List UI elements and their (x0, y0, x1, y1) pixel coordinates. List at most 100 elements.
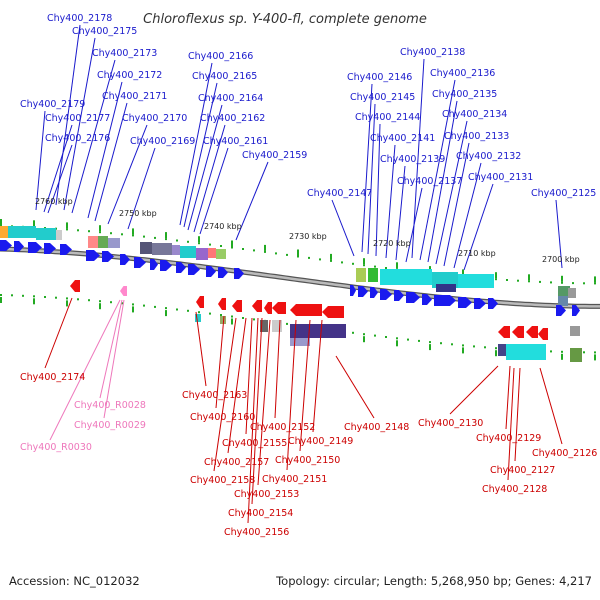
gene-label: Chy400_2163 (182, 390, 247, 401)
forward-gene-arrow (120, 254, 130, 265)
gene-label: Chy400_2158 (190, 475, 255, 486)
tick-mark (165, 232, 167, 239)
kbp-label: 2720 kbp (373, 239, 411, 248)
label-leader-line (44, 297, 73, 369)
kbp-label: 2730 kbp (289, 232, 327, 241)
label-leader-line (87, 81, 123, 219)
tick-dot (165, 238, 167, 241)
gene-label: Chy400_2146 (347, 72, 412, 83)
forward-gene-arrow (474, 298, 486, 309)
label-leader-line (453, 162, 482, 269)
gene-label: Chy400_2131 (468, 172, 533, 183)
label-leader-line (55, 24, 81, 206)
forward-gene-arrow (234, 268, 244, 279)
gene-label: Chy400_2155 (222, 438, 287, 449)
tick-dot (77, 229, 79, 232)
label-leader-line (71, 59, 116, 214)
gene-label: Chy400_2153 (234, 489, 299, 500)
label-leader-line (419, 79, 456, 261)
feature-block (368, 268, 378, 282)
tick-dot (374, 334, 376, 337)
tick-dot (143, 304, 145, 307)
tick-mark (66, 222, 68, 229)
gene-label: Chy400_2152 (250, 422, 315, 433)
tick-dot (561, 350, 563, 353)
feature-block (272, 320, 282, 332)
feature-block (570, 348, 582, 362)
feature-block (290, 338, 310, 346)
gene-label: Chy400_2130 (418, 418, 483, 429)
gene-label: Chy400_2136 (430, 68, 495, 79)
label-leader-line (187, 104, 223, 231)
forward-gene-arrow (358, 286, 368, 297)
reverse-gene-arrow (498, 326, 510, 338)
gene-label: Chy400_2179 (20, 99, 85, 110)
gene-label: Chy400_2166 (188, 51, 253, 62)
tick-dot (242, 317, 244, 319)
tick-dot (88, 230, 90, 233)
forward-gene-arrow (86, 250, 100, 261)
tick-dot (319, 258, 321, 261)
label-leader-line (507, 367, 515, 481)
reverse-gene-arrow (232, 300, 242, 312)
gene-label: Chy400_2171 (102, 91, 167, 102)
label-leader-line (514, 367, 521, 462)
feature-block (458, 274, 494, 288)
map-title: Chloroflexus sp. Y-400-fl, complete geno… (143, 12, 427, 27)
tick-dot (550, 281, 552, 284)
tick-mark (594, 276, 596, 283)
forward-gene-arrow (0, 240, 12, 251)
label-leader-line (99, 299, 123, 399)
reverse-gene-arrow (264, 302, 272, 314)
forward-gene-arrow (150, 259, 158, 270)
feature-block (98, 236, 108, 248)
reverse-gene-arrow (70, 280, 80, 292)
tick-mark (363, 258, 365, 265)
reverse-gene-arrow (322, 306, 344, 318)
tick-dot (484, 346, 486, 349)
feature-block (0, 226, 8, 238)
tick-mark (363, 336, 365, 343)
forward-gene-arrow (556, 305, 566, 316)
tick-dot (385, 336, 387, 338)
label-leader-line (63, 37, 96, 211)
tick-mark (462, 347, 464, 354)
tick-mark (429, 344, 431, 351)
tick-dot (0, 294, 2, 296)
tick-dot (242, 248, 244, 250)
reverse-gene-arrow (512, 326, 524, 338)
gene-label: Chy400_2173 (92, 48, 157, 59)
feature-block (88, 236, 98, 248)
gene-label: Chy400_2165 (192, 71, 257, 82)
tick-dot (154, 305, 156, 308)
forward-gene-arrow (422, 294, 432, 305)
tick-mark (99, 303, 101, 310)
feature-block (195, 314, 201, 322)
tick-dot (363, 264, 365, 267)
tick-dot (154, 236, 156, 239)
label-leader-line (183, 82, 218, 228)
reverse-gene-arrow (218, 298, 226, 310)
gene-label: Chy400_2137 (397, 176, 462, 187)
feature-block (196, 248, 208, 260)
tick-dot (286, 253, 288, 256)
tick-mark (33, 220, 35, 227)
forward-gene-arrow (350, 285, 356, 296)
tick-dot (121, 233, 123, 236)
forward-gene-arrow (370, 287, 378, 298)
tick-dot (22, 294, 24, 297)
gene-label: Chy400_2125 (531, 188, 596, 199)
gene-label: Chy400_2160 (190, 412, 255, 423)
tick-mark (99, 225, 101, 232)
tick-dot (66, 297, 68, 300)
gene-label: Chy400_2162 (200, 113, 265, 124)
tick-dot (121, 302, 123, 305)
forward-gene-arrow (406, 292, 420, 303)
feature-block-layer (0, 226, 582, 362)
label-leader-line (449, 365, 499, 415)
gene-label: Chy400_2135 (432, 89, 497, 100)
label-leader-line (257, 319, 271, 486)
forward-gene-arrow (380, 289, 392, 300)
feature-block (558, 296, 568, 306)
